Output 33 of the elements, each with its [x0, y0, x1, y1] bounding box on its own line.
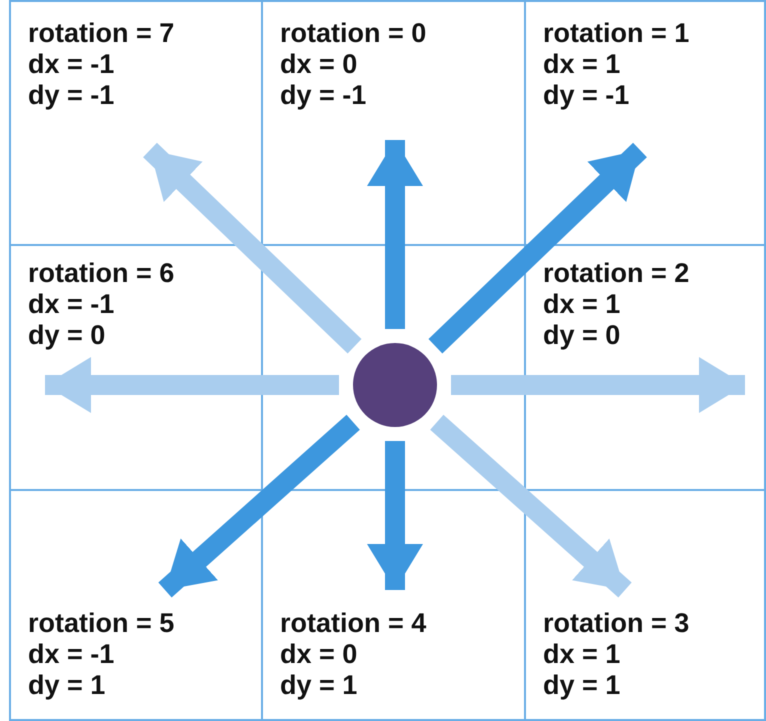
arrow	[45, 357, 339, 413]
arrow	[158, 414, 360, 598]
arrow	[451, 357, 745, 413]
rotation-label: rotation = 0	[280, 18, 426, 49]
arrow	[367, 140, 423, 329]
center-dot	[353, 343, 437, 427]
dy-label: dy = -1	[28, 80, 114, 111]
dx-label: dx = 0	[280, 49, 358, 80]
rotation-label: rotation = 5	[28, 608, 174, 639]
arrow	[428, 142, 647, 354]
dy-label: dy = 0	[28, 320, 106, 351]
dy-label: dy = -1	[280, 80, 366, 111]
dx-label: dx = -1	[28, 639, 114, 670]
rotation-label: rotation = 7	[28, 18, 174, 49]
dx-label: dx = -1	[28, 289, 114, 320]
dy-label: dy = 1	[28, 670, 106, 701]
rotation-label: rotation = 6	[28, 258, 174, 289]
dx-label: dx = 0	[280, 639, 358, 670]
arrow	[430, 414, 632, 598]
dy-label: dy = 1	[543, 670, 620, 701]
dx-label: dx = 1	[543, 49, 620, 80]
arrow	[367, 441, 423, 590]
dx-label: dx = 1	[543, 289, 620, 320]
rotation-label: rotation = 1	[543, 18, 690, 49]
rotation-label: rotation = 4	[280, 608, 426, 639]
arrow	[143, 142, 362, 354]
dx-label: dx = 1	[543, 639, 620, 670]
dy-label: dy = 1	[280, 670, 358, 701]
dx-label: dx = -1	[28, 49, 114, 80]
rotation-label: rotation = 2	[543, 258, 690, 289]
rotation-label: rotation = 3	[543, 608, 690, 639]
dy-label: dy = -1	[543, 80, 630, 111]
dy-label: dy = 0	[543, 320, 620, 351]
